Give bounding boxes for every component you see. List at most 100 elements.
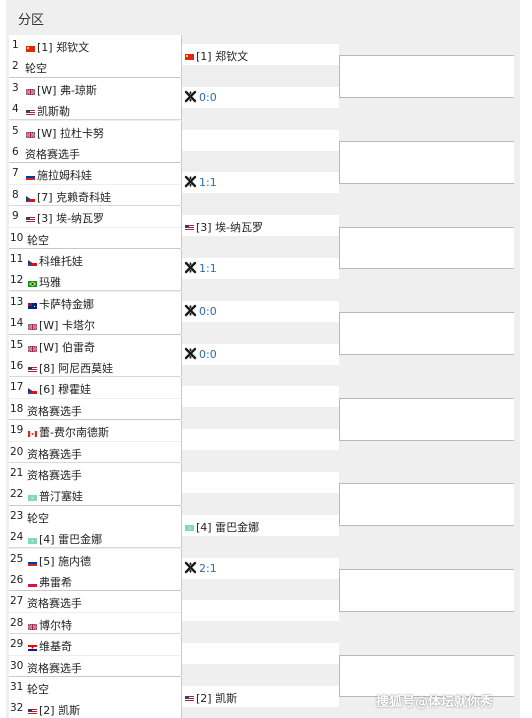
slot-number: 3 <box>12 81 19 94</box>
bracket-connector <box>181 420 182 462</box>
china-flag-icon <box>185 50 194 60</box>
draw-slot[interactable]: 3[W] 弗-琼斯 <box>9 77 181 99</box>
draw-slot[interactable]: 17[6] 穆霍娃 <box>9 377 181 399</box>
player-name: [8] 阿尼西莫娃 <box>39 362 114 375</box>
crossed-rackets-icon <box>184 347 197 360</box>
slot-number: 26 <box>10 574 24 586</box>
usa-flag-icon <box>28 363 37 373</box>
match-score[interactable]: 1:1 <box>199 176 217 190</box>
round3-connector <box>339 312 514 355</box>
section-title: 分区 <box>18 13 45 28</box>
round2-slot[interactable]: 1:1 <box>182 172 339 194</box>
round3-connector <box>339 141 514 184</box>
player-name: [W] 拉杜卡努 <box>37 126 104 140</box>
match-score[interactable]: 0:0 <box>199 347 217 361</box>
match-divider <box>9 290 181 292</box>
usa-flag-icon <box>28 705 37 716</box>
slot-number: 20 <box>10 445 24 458</box>
round2-slot[interactable]: 0:0 <box>182 343 339 365</box>
round2-slot <box>182 471 339 493</box>
slot-number: 21 <box>10 467 24 479</box>
draw-slot[interactable]: 24[4] 雷巴金娜 <box>9 527 181 549</box>
round3-connector <box>339 55 514 99</box>
slot-number: 8 <box>12 188 19 201</box>
china-flag-icon <box>26 42 35 52</box>
slot-number: 25 <box>10 552 24 565</box>
bracket-connector <box>181 377 182 420</box>
player-name: [W] 伯雷奇 <box>39 340 95 354</box>
player-name: 维基奇 <box>39 640 72 654</box>
round2-slot <box>182 129 339 151</box>
slot-number: 4 <box>12 103 19 116</box>
player-name: [3] 埃-纳瓦罗 <box>37 212 105 226</box>
draw-slot[interactable]: 16[8] 阿尼西莫娃 <box>9 356 181 377</box>
slot-number: 19 <box>10 424 24 437</box>
crossed-rackets-icon <box>184 261 197 274</box>
draw-slot[interactable]: 15[W] 伯雷奇 <box>9 334 181 356</box>
round3-connector <box>339 569 514 612</box>
slot-number: 32 <box>10 702 24 715</box>
draw-slot[interactable]: 1[1] 郑钦文 <box>9 35 181 56</box>
match-score[interactable]: 0:0 <box>199 90 217 104</box>
bracket-connector <box>181 35 182 77</box>
czech-flag-icon <box>26 192 35 202</box>
bracket-connector <box>181 548 182 591</box>
bracket-connector <box>181 206 182 248</box>
uk-flag-icon <box>25 128 36 139</box>
draw-slot[interactable]: 9[3] 埃-纳瓦罗 <box>9 206 181 228</box>
bracket-connector <box>181 677 182 718</box>
crossed-rackets-icon <box>184 175 197 188</box>
round2-slot[interactable]: 2:1 <box>182 557 339 579</box>
round2-slot <box>182 386 339 408</box>
match-score[interactable]: 1:1 <box>199 261 217 275</box>
match-divider <box>9 504 181 506</box>
draw-slot[interactable]: 8[7] 克赖奇科娃 <box>9 184 181 206</box>
uk-flag-icon <box>27 620 38 631</box>
slot-number: 7 <box>12 167 19 180</box>
round2-slot[interactable]: [1] 郑钦文 <box>182 43 339 65</box>
match-score[interactable]: 0:0 <box>199 304 217 318</box>
draw-slot[interactable]: 5[W] 拉杜卡努 <box>9 120 181 142</box>
draw-slot[interactable]: 14[W] 卡塔尔 <box>9 313 181 335</box>
round2-slot[interactable]: 0:0 <box>182 86 339 108</box>
draw-slot[interactable]: 25[5] 施内德 <box>9 548 181 570</box>
draw-slot[interactable]: 32[2] 凯斯 <box>9 698 181 718</box>
match-divider <box>9 162 181 164</box>
round2-slot[interactable]: [3] 埃-纳瓦罗 <box>182 215 339 237</box>
match-divider <box>9 632 181 634</box>
round2-slot[interactable]: 0:0 <box>182 300 339 322</box>
czech-flag-icon <box>28 384 37 395</box>
bracket-connector <box>181 249 182 291</box>
watermark: 搜狐号@体坛就你秀 <box>376 695 494 710</box>
match-divider <box>9 204 181 206</box>
round2-slot <box>182 643 339 665</box>
russia-flag-icon <box>28 556 37 566</box>
round2-slot[interactable]: [4] 雷巴金娜 <box>182 514 339 536</box>
round2-slot[interactable]: 1:1 <box>182 257 339 279</box>
match-divider <box>9 248 181 249</box>
uk-flag-icon <box>25 85 36 96</box>
match-score[interactable]: 2:1 <box>199 561 217 575</box>
round2-slot[interactable]: [2] 凯斯 <box>182 685 339 707</box>
usa-flag-icon <box>26 106 35 117</box>
